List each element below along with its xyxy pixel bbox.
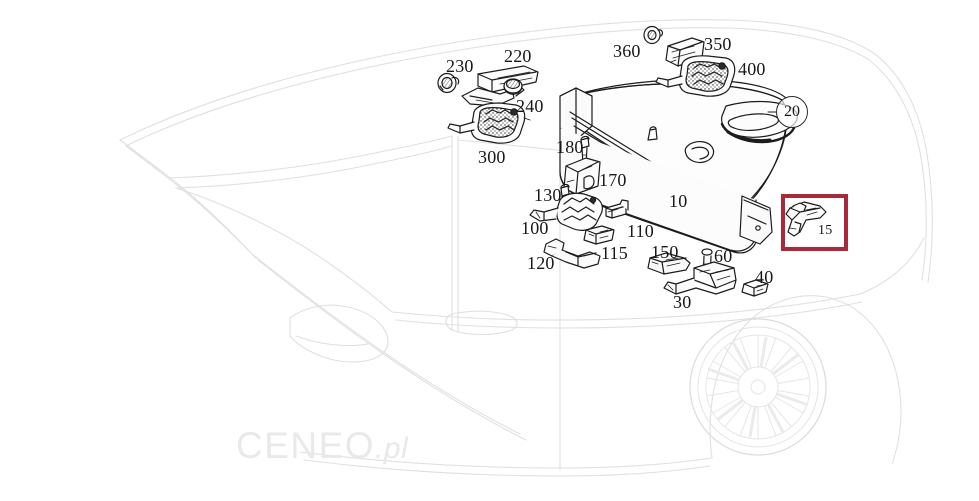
part-30-support-bracket [663,261,737,295]
part-110-pin [605,199,629,219]
watermark-main-text: CENEO [236,425,376,466]
callout-110: 110 [627,221,654,241]
ceneo-watermark: CENEO.pl [236,425,408,467]
callout-180: 180 [556,137,584,157]
callout-60: 60 [714,246,733,266]
part-150-bracket-strip [647,252,691,275]
callout-10: 10 [669,191,688,211]
callout-115: 115 [601,243,628,263]
part-300-drive-unit [447,102,526,144]
highlight-box-part-15[interactable] [781,194,848,251]
callout-230: 230 [446,56,474,76]
callout-30: 30 [673,292,692,312]
part-120-strut [543,238,601,269]
part-240-cap [503,78,523,95]
callout-20: 20 [776,96,808,128]
watermark-suffix-text: .pl [375,432,409,465]
part-15-hinge-bracket [785,201,827,237]
callout-220: 220 [504,46,532,66]
callout-15: 15 [818,223,833,238]
callout-400: 400 [738,59,766,79]
part-40-clip [741,279,769,297]
part-100-latch-assembly [529,192,603,231]
callout-40: 40 [755,267,774,287]
callout-350: 350 [704,34,732,54]
callout-100: 100 [521,218,549,238]
part-230-grommet [437,72,460,94]
part-115-clip [583,225,615,245]
callout-360: 360 [613,41,641,61]
callout-120: 120 [527,253,555,273]
part-170-bracket [563,157,601,195]
part-360-washer [643,25,664,45]
part-400-motor-unit [655,55,736,97]
callout-130: 130 [534,185,562,205]
callout-240: 240 [516,96,544,116]
callout-150: 150 [651,242,679,262]
callout-170: 170 [599,170,627,190]
callout-300: 300 [478,147,506,167]
